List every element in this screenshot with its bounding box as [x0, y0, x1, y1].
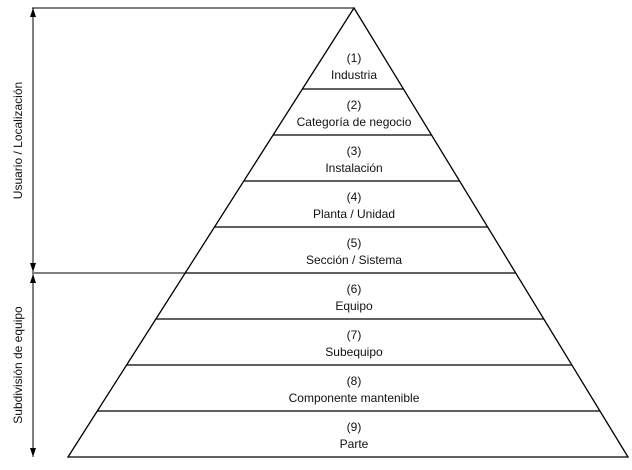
level-number: (9) — [347, 420, 362, 434]
pyramid-level-labels: (1) Industria (2) Categoría de negocio (3) In… — [289, 51, 420, 451]
level-number: (6) — [347, 282, 362, 296]
group-bracket-upper-arrowhead-bottom — [30, 263, 36, 272]
level-number: (5) — [347, 236, 362, 250]
group-label: Subdivisión de equipo — [11, 306, 25, 424]
level-number: (4) — [347, 190, 362, 204]
level-name: Instalación — [325, 161, 382, 175]
level-number: (8) — [347, 374, 362, 388]
level-number: (1) — [347, 51, 362, 65]
group-label: Usuario / Localización — [11, 82, 25, 199]
level-name: Componente mantenible — [289, 391, 420, 405]
group-bracket-upper-arrowhead-top — [30, 8, 36, 17]
level-name: Sección / Sistema — [306, 253, 402, 267]
level-name: Equipo — [335, 299, 373, 313]
level-name: Planta / Unidad — [313, 207, 395, 221]
level-name: Parte — [340, 437, 369, 451]
level-name: Subequipo — [325, 345, 383, 359]
level-number: (2) — [347, 98, 362, 112]
group-bracket-lower-arrowhead-bottom — [30, 448, 36, 457]
group-bracket-lower-arrowhead-top — [30, 274, 36, 283]
pyramid-structure — [66, 6, 630, 458]
level-number: (7) — [347, 328, 362, 342]
level-name: Industria — [331, 68, 377, 82]
level-number: (3) — [347, 144, 362, 158]
level-name: Categoría de negocio — [297, 115, 412, 129]
pyramid-outline — [66, 6, 630, 458]
